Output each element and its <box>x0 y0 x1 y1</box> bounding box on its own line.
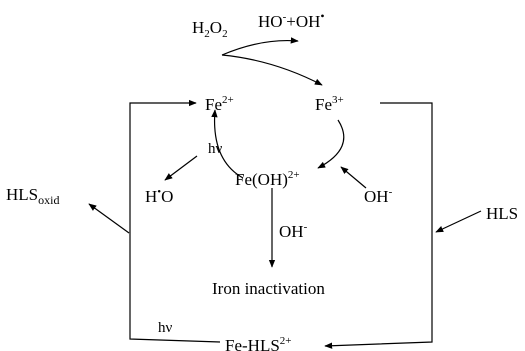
h2o2-to-hydroxyl-arc <box>221 37 299 56</box>
hls-oxid-arrow <box>88 203 130 234</box>
fe2-to-fe3-arc <box>221 54 323 86</box>
oh-to-feoh-arrow <box>340 166 367 189</box>
fe3-to-feoh-arc <box>317 119 345 169</box>
hls-label: HLS <box>486 204 518 223</box>
hv-bottom-label: hν <box>158 320 173 336</box>
oh-right-label: OH- <box>364 186 393 206</box>
hydroxyl-products-label: HO-+OH• <box>258 9 325 31</box>
h-radical-o-label: H•O <box>145 186 173 206</box>
fe2-label: Fe2+ <box>205 94 234 114</box>
left-loop-to-fe2 <box>129 99 221 343</box>
hv-top-label: hν <box>208 141 223 157</box>
hls-input-arrow <box>435 210 482 233</box>
hls-oxid-label: HLSoxid <box>6 185 59 207</box>
oh-center-label: OH- <box>279 221 308 241</box>
h-radical-o-arrow <box>164 155 198 181</box>
fe3-label: Fe3+ <box>315 94 344 114</box>
iron-inactivation-label: Iron inactivation <box>212 279 325 298</box>
right-loop-to-fehls <box>324 102 433 349</box>
fe-oh-label: Fe(OH)2+ <box>235 169 300 189</box>
fe-hls-label: Fe-HLS2+ <box>225 335 292 351</box>
h2o2-label: H2O2 <box>192 18 228 40</box>
feoh-to-fe2-arc <box>211 109 244 179</box>
